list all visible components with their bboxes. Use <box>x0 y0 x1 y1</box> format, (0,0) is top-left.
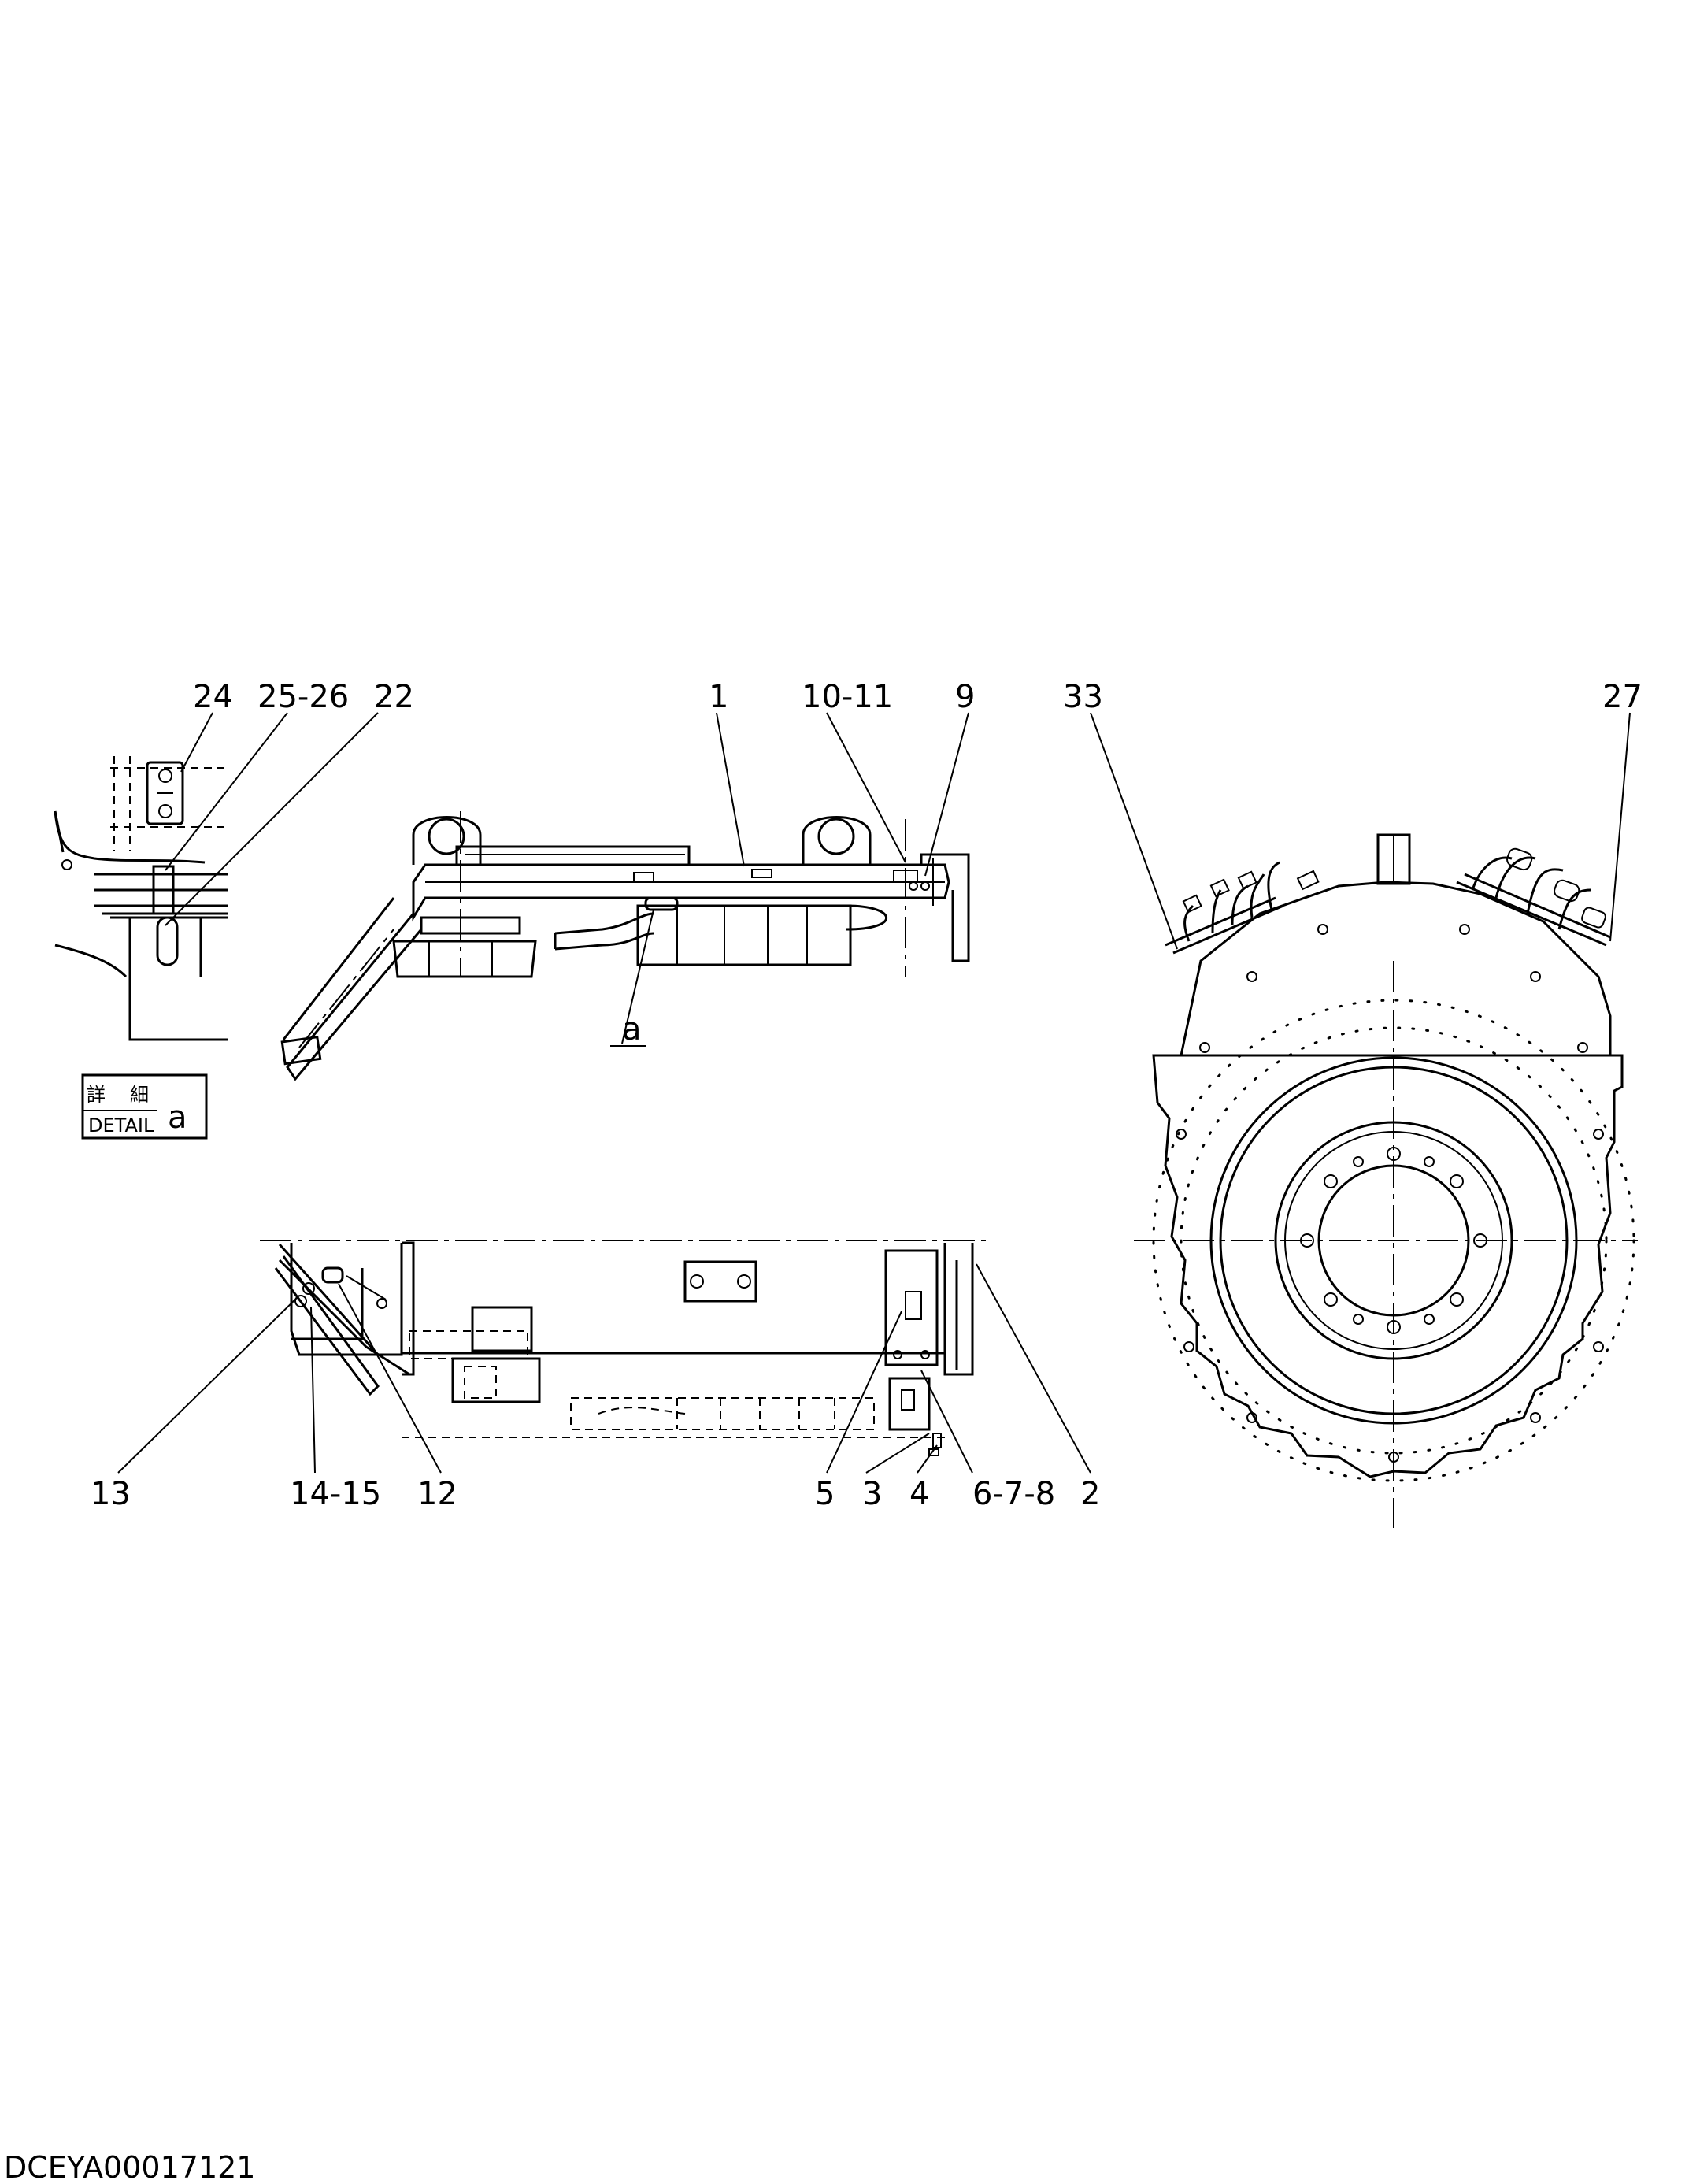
leader-lines <box>117 712 1631 1474</box>
callout-6-7-8: 6-7-8 <box>972 1476 1055 1512</box>
end-view-turntable <box>1134 833 1638 1528</box>
detail-letter: a <box>168 1099 187 1136</box>
callout-25-26: 25-26 <box>257 679 349 715</box>
view-label-a: a <box>622 1011 642 1048</box>
callout-5: 5 <box>815 1476 835 1512</box>
callout-12: 12 <box>417 1476 457 1512</box>
callout-3: 3 <box>862 1476 882 1512</box>
callout-27: 27 <box>1602 679 1643 715</box>
document-code: DCEYA00017121 <box>4 2150 255 2184</box>
callout-labels: 24 25-26 22 1 10-11 9 33 27 a 13 14-15 1… <box>91 679 1643 1512</box>
callout-24: 24 <box>193 679 233 715</box>
detail-a-label-box: 詳 細 DETAIL a <box>81 1073 208 1140</box>
side-view <box>280 811 970 1081</box>
detail-kanji-2: 細 <box>130 1084 149 1106</box>
detail-kanji-1: 詳 <box>87 1084 106 1106</box>
callout-33: 33 <box>1063 679 1103 715</box>
detail-a-view <box>54 756 228 1041</box>
callout-22: 22 <box>374 679 414 715</box>
detail-word: DETAIL <box>88 1114 154 1136</box>
callout-14-15: 14-15 <box>290 1476 381 1512</box>
plan-view <box>260 1240 992 1456</box>
callout-4: 4 <box>909 1476 929 1512</box>
callout-10-11: 10-11 <box>802 679 893 715</box>
callout-9: 9 <box>955 679 975 715</box>
callout-2: 2 <box>1080 1476 1100 1512</box>
callout-13: 13 <box>91 1476 131 1512</box>
callout-1: 1 <box>709 679 728 715</box>
